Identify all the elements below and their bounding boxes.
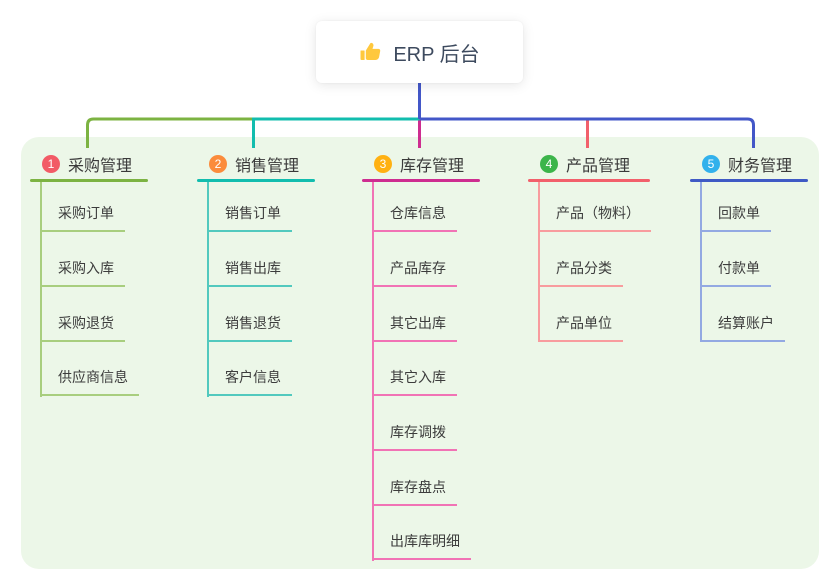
child-node[interactable]: 其它出库 <box>372 314 457 342</box>
branch-topic-label: 财务管理 <box>728 157 793 175</box>
branch-finance: 5 财务管理 回款单 付款单 结算账户 <box>690 148 808 342</box>
child-node[interactable]: 产品库存 <box>372 259 457 287</box>
child-node[interactable]: 结算账户 <box>700 314 785 342</box>
branch-rail <box>538 182 540 342</box>
child-node[interactable]: 采购退货 <box>40 314 125 342</box>
branch-underline <box>30 179 148 182</box>
root-node[interactable]: ERP 后台 <box>316 21 523 83</box>
thumbs-up-icon <box>360 42 381 60</box>
child-node[interactable]: 产品分类 <box>538 259 623 287</box>
branch-product: 4 产品管理 产品（物料） 产品分类 产品单位 <box>528 148 651 342</box>
branch-topic[interactable]: 2 销售管理 <box>197 148 315 179</box>
child-node[interactable]: 仓库信息 <box>372 204 457 232</box>
child-node[interactable]: 采购入库 <box>40 259 125 287</box>
branch-topic-label: 产品管理 <box>566 157 631 175</box>
branch-number-badge: 4 <box>540 154 558 173</box>
branch-underline <box>528 179 650 182</box>
branch-number-badge: 5 <box>702 154 720 173</box>
child-node[interactable]: 产品（物料） <box>538 204 651 232</box>
branch-number-badge: 1 <box>42 154 60 173</box>
branch-underline <box>362 179 480 182</box>
branch-number-badge: 3 <box>374 154 392 173</box>
child-node[interactable]: 销售退货 <box>207 314 292 342</box>
child-node[interactable]: 付款单 <box>700 259 771 287</box>
child-node[interactable]: 销售出库 <box>207 259 292 287</box>
branch-number-badge: 2 <box>209 154 227 173</box>
branch-topic-label: 销售管理 <box>235 157 300 175</box>
branch-rail <box>372 182 374 561</box>
branch-rail <box>207 182 209 397</box>
branch-topic-label: 库存管理 <box>400 157 465 175</box>
child-node[interactable]: 库存调拨 <box>372 423 457 451</box>
branch-topic[interactable]: 5 财务管理 <box>690 148 808 179</box>
branch-underline <box>197 179 315 182</box>
branch-rail <box>700 182 702 342</box>
child-node[interactable]: 供应商信息 <box>40 368 139 396</box>
branches-panel <box>21 137 819 569</box>
branch-topic[interactable]: 1 采购管理 <box>30 148 148 179</box>
branch-topic[interactable]: 3 库存管理 <box>362 148 480 179</box>
child-node[interactable]: 客户信息 <box>207 368 292 396</box>
branch-underline <box>690 179 808 182</box>
child-node[interactable]: 库存盘点 <box>372 478 457 506</box>
branch-rail <box>40 182 42 397</box>
branch-topic[interactable]: 4 产品管理 <box>528 148 650 179</box>
branch-sales: 2 销售管理 销售订单 销售出库 销售退货 客户信息 <box>197 148 315 397</box>
child-node[interactable]: 采购订单 <box>40 204 125 232</box>
child-node[interactable]: 其它入库 <box>372 368 457 396</box>
child-node[interactable]: 销售订单 <box>207 204 292 232</box>
child-node[interactable]: 产品单位 <box>538 314 623 342</box>
child-node[interactable]: 回款单 <box>700 204 771 232</box>
branch-inventory: 3 库存管理 仓库信息 产品库存 其它出库 其它入库 库存调拨 库存盘点 出库库… <box>362 148 480 561</box>
root-node-label: ERP 后台 <box>393 43 480 66</box>
branch-topic-label: 采购管理 <box>68 157 133 175</box>
child-node[interactable]: 出库库明细 <box>372 532 471 560</box>
branch-purchase: 1 采购管理 采购订单 采购入库 采购退货 供应商信息 <box>30 148 148 397</box>
